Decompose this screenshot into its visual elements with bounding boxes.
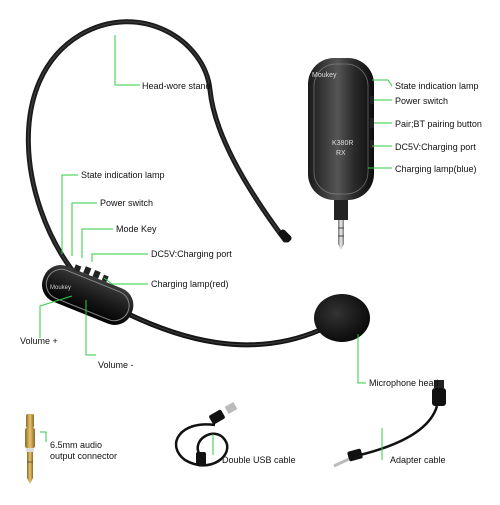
audio-adapter [25,414,35,484]
label-volume-up: Volume + [20,336,58,346]
callout-lines [39,35,393,460]
label-head-stand: Head-wore stand [142,81,211,91]
transmitter-body [41,264,134,325]
label-mic-head: Microphone head [369,378,439,388]
label-audio-connector-line1: 6.5mm audio [50,440,103,450]
label-rx-state-lamp: State indication lamp [395,81,479,91]
adapter-cable [333,380,446,468]
transmitter-brand-text: Moukey [50,285,72,291]
label-volume-down: Volume - [98,360,134,370]
receiver-brand-text: Moukey [312,72,337,79]
label-tx-power-switch: Power switch [100,198,154,208]
receiver-body [308,58,374,250]
usb-cable [174,402,238,467]
label-tx-state-lamp: State indication lamp [81,170,165,180]
label-rx-pair-button: Pair;BT pairing button [395,119,482,129]
label-tx-charging-port: DC5V:Charging port [151,249,232,259]
headband-tip [278,229,292,243]
label-rx-power-switch: Power switch [395,96,449,106]
label-tx-charging-lamp: Charging lamp(red) [151,279,229,289]
microphone-foam [314,294,370,342]
label-tx-mode-key: Mode Key [116,224,157,234]
receiver-sub-text: RX [336,150,346,157]
label-rx-charging-lamp: Charging lamp(blue) [395,164,477,174]
receiver-model-text: K380R [332,140,354,147]
label-rx-charging-port: DC5V:Charging port [395,142,476,152]
label-audio-connector-line2: output connector [50,451,118,461]
label-adapter-cable: Adapter cable [390,455,446,465]
label-usb-cable: Double USB cable [222,455,296,465]
